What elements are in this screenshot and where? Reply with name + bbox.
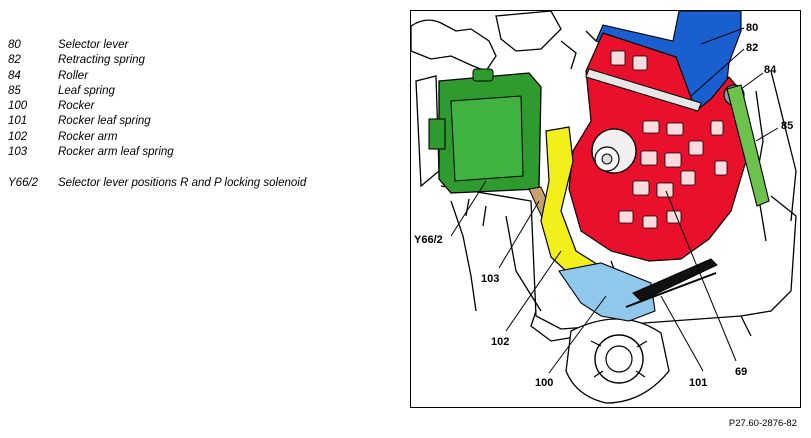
legend-description: Rocker arm — [58, 130, 118, 143]
legend-description: Leaf spring — [58, 84, 115, 97]
leaf-spring-85 — [726, 84, 770, 207]
legend-description: Roller — [58, 69, 89, 82]
rocker-cutouts — [610, 50, 728, 229]
rocker-100 — [558, 262, 656, 322]
callout-101: 101 — [689, 377, 707, 389]
legend-number: 84 — [8, 69, 21, 82]
callout-100: 100 — [535, 377, 553, 389]
legend-number: 85 — [8, 84, 21, 97]
rocker-leaf-spring-101 — [632, 258, 718, 302]
rocker-red — [568, 32, 750, 262]
callout-82: 82 — [746, 42, 758, 54]
legend-number: Y66/2 — [8, 177, 39, 190]
callout-80: 80 — [746, 22, 758, 34]
callout-102: 102 — [491, 336, 509, 348]
callout-84: 84 — [764, 64, 777, 76]
legend-number: 80 — [8, 39, 21, 51]
callout-y66-2: Y66/2 — [414, 234, 443, 246]
legend-number: 82 — [8, 54, 21, 67]
pivot-shaft — [591, 128, 637, 174]
legend-description: Retracting spring — [58, 54, 145, 67]
retracting-spring-82 — [585, 68, 702, 112]
leader-lines — [450, 27, 779, 374]
figure-reference: P27.60-2876-82 — [728, 418, 797, 429]
legend-number: 101 — [8, 115, 28, 128]
legend-description: Rocker — [58, 100, 95, 113]
legend-description: Selector lever positions R and P locking… — [58, 177, 307, 190]
legend-description: Selector lever — [58, 39, 129, 51]
base-fitting — [565, 318, 670, 404]
legend-number: 102 — [8, 130, 28, 143]
selector-mechanism-drawing: 80 82 84 85 Y66/2 103 102 100 101 69 — [411, 11, 797, 404]
callout-85: 85 — [781, 120, 793, 132]
legend-description: Rocker leaf spring — [58, 115, 151, 128]
legend-number: 100 — [8, 100, 28, 113]
callout-103: 103 — [481, 273, 499, 285]
legend-number: 103 — [8, 146, 28, 159]
callout-69: 69 — [735, 366, 747, 378]
diagram-frame: 80 82 84 85 Y66/2 103 102 100 101 69 — [410, 10, 801, 408]
locking-solenoid-y66-2 — [428, 68, 542, 194]
legend-description: Rocker arm leaf spring — [58, 146, 174, 159]
